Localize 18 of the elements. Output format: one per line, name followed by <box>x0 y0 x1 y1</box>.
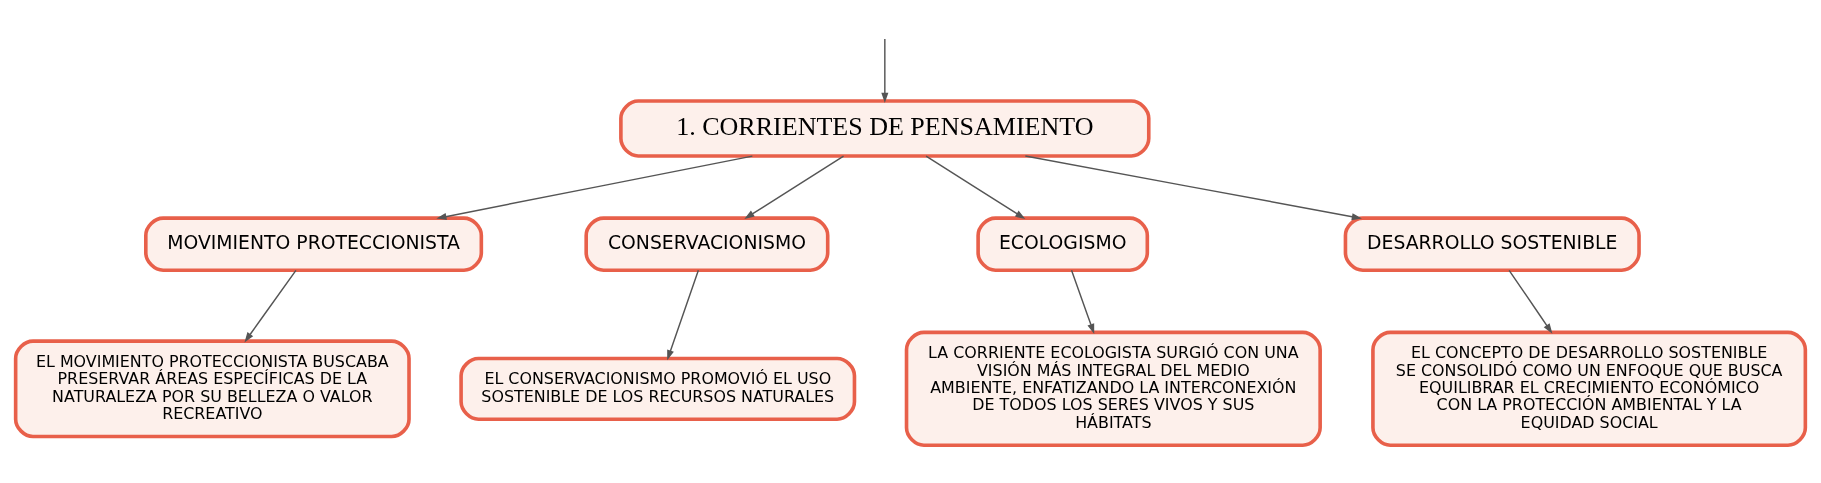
node-box: MOVIMIENTO PROTECCIONISTA <box>144 216 484 273</box>
arrow <box>1070 269 1095 334</box>
node-box: LA CORRIENTE ECOLOGISTA SURGIÓ CON UNA VISIÓN MÁS INTEGRAL DEL MEDIO AMBIENTE, ENFATIZANDO LA INTERCONEXIÓN DE TODOS LOS SERES VIVOS Y SUS HÁBITATS <box>904 330 1322 448</box>
node-box: 1. CORRIENTES DE PENSAMIENTO <box>619 99 1151 158</box>
arrow <box>881 38 889 103</box>
node-box: EL CONCEPTO DE DESARROLLO SOSTENIBLE SE CONSOLIDÓ COMO UN ENFOQUE QUE BUSCA EQUILIBRAR EL CRECIMIENTO ECONÓMICO CON LA PROTECCIÓN AMBIENTAL Y LA EQUIDAD SOCIAL <box>1371 330 1808 448</box>
node-box: EL CONSERVACIONISMO PROMOVIÓ EL USO SOSTENIBLE DE LOS RECURSOS NATURALES <box>459 356 857 421</box>
arrow <box>744 155 845 220</box>
arrow <box>925 155 1026 220</box>
node-box: CONSERVACIONISMO <box>584 216 830 273</box>
node-box: ECOLOGISMO <box>976 216 1150 273</box>
arrow <box>436 155 754 221</box>
arrow <box>667 269 700 361</box>
node-box: DESARROLLO SOSTENIBLE <box>1343 216 1641 273</box>
arrow <box>1024 155 1362 221</box>
node-box: EL MOVIMIENTO PROTECCIONISTA BUSCABA PRESERVAR ÁREAS ESPECÍFICAS DE LA NATURALEZA POR SU BELLEZA O VALOR RECREATIVO <box>13 339 411 439</box>
arrow <box>1508 269 1553 334</box>
arrow <box>244 269 297 343</box>
